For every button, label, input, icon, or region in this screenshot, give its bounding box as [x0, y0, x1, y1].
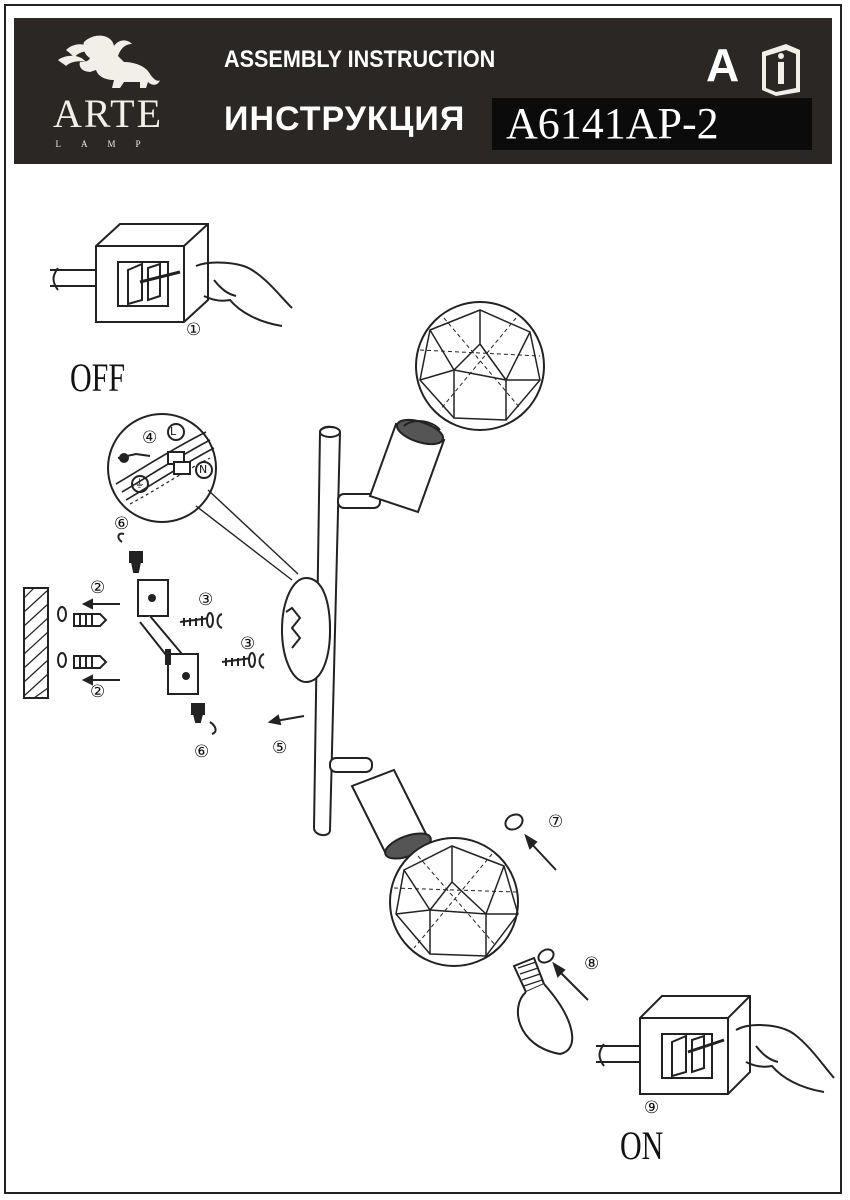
brand-name: ARTE	[52, 91, 164, 136]
wall-anchors	[73, 598, 120, 686]
step-6-label: ⑥	[194, 742, 210, 762]
step-3-label: ③	[198, 590, 214, 610]
wall-plate	[23, 587, 67, 699]
arrow-step5	[267, 714, 305, 726]
model-number: A6141AP-2	[506, 99, 719, 148]
hand-icon	[735, 1024, 835, 1093]
neutral-wire-label: N	[199, 463, 208, 476]
hand-icon	[195, 261, 293, 327]
step-9-label: ⑨	[644, 1098, 660, 1118]
wall-switch-off	[50, 223, 209, 323]
bracket-screws	[117, 532, 265, 735]
step-2-label: ②	[90, 682, 106, 702]
light-bulb-icon	[512, 956, 574, 1056]
retaining-ring-8	[537, 948, 589, 1001]
spotlight-upper	[337, 301, 545, 514]
title-russian: ИНСТРУКЦИЯ	[224, 100, 466, 138]
page-frame	[4, 4, 842, 1194]
step-7-label: ⑦	[548, 812, 564, 832]
wall-switch-on	[596, 995, 751, 1095]
step-3-label: ③	[240, 634, 256, 654]
live-wire-label: L	[170, 425, 177, 438]
spotlight-lower	[329, 757, 519, 967]
step-6-label: ⑥	[114, 514, 130, 534]
step-8-label: ⑧	[584, 954, 600, 974]
spotlight-bar	[281, 425, 342, 836]
step-1-label: ①	[186, 320, 202, 340]
mounting-bracket	[137, 579, 199, 695]
step-2-label: ②	[90, 578, 106, 598]
header-banner: ARTE LAMP ASSEMBLY INSTRUCTION ИНСТРУКЦИ…	[14, 18, 832, 164]
title-english: ASSEMBLY INSTRUCTION	[224, 46, 496, 73]
wiring-detail	[107, 413, 299, 581]
language-letter: A	[706, 39, 740, 91]
winged-lion-icon	[58, 35, 160, 88]
ground-wire-label: ⏚	[134, 477, 145, 490]
step-5-label: ⑤	[272, 738, 288, 758]
model-box: A6141AP-2	[492, 98, 812, 150]
arte-lamp-logo: ARTE LAMP	[38, 32, 178, 156]
step-4-label: ④	[142, 428, 158, 448]
on-label: ON	[620, 1123, 664, 1168]
brand-subtitle: LAMP	[55, 139, 161, 149]
retaining-ring-7	[504, 813, 557, 871]
globe-shade-lower	[389, 837, 519, 967]
off-label: OFF	[70, 355, 126, 400]
info-book-icon	[762, 44, 800, 96]
globe-shade-upper	[415, 301, 545, 431]
